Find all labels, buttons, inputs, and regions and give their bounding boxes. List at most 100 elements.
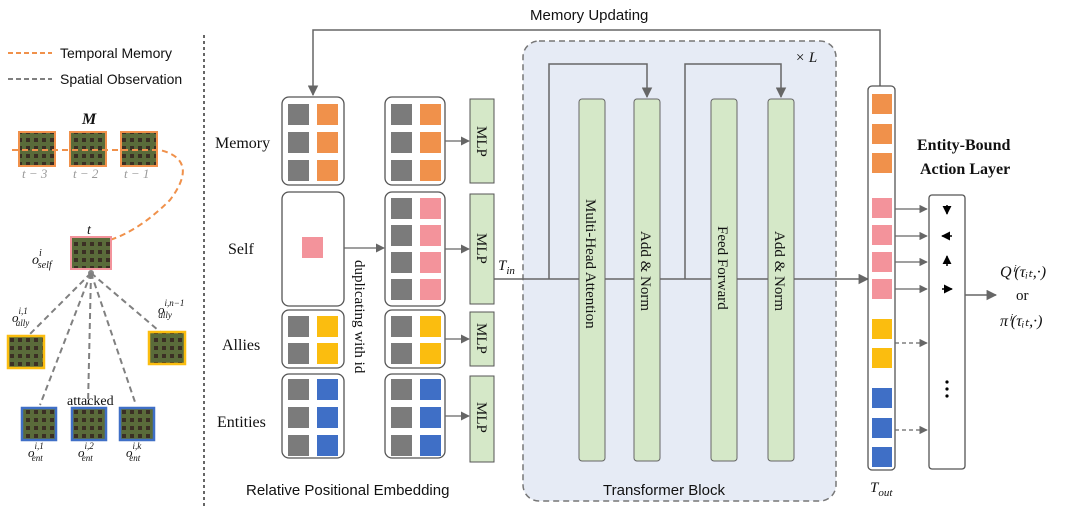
- current-time-label: t: [87, 223, 92, 238]
- memory-updating-label: Memory Updating: [530, 7, 648, 24]
- entity-feature-cell: [420, 435, 441, 456]
- time-label: t − 2: [73, 166, 99, 181]
- self-output-token: [872, 279, 892, 299]
- entity-output-token: [872, 388, 892, 408]
- add-norm-label-2: Add & Norm: [771, 231, 787, 311]
- self-output-token: [872, 252, 892, 272]
- id-cell: [391, 225, 412, 246]
- q-function-label: Qⁱ(τᵢₜ,·): [1000, 264, 1046, 281]
- ally-feature-cell: [317, 343, 338, 364]
- self-output-token: [872, 225, 892, 245]
- transformer-repeat-label: × L: [795, 50, 817, 66]
- temporal-memory-legend-label: Temporal Memory: [60, 45, 172, 61]
- row-label-entities: Entities: [217, 414, 266, 431]
- id-cell: [391, 343, 412, 364]
- self-feature-cell: [420, 198, 441, 219]
- id-cell: [391, 198, 412, 219]
- time-label: t − 3: [22, 166, 48, 181]
- time-label: t − 1: [124, 166, 149, 181]
- residual-skip-1: [548, 63, 653, 279]
- entity-output-token: [872, 418, 892, 438]
- id-cell: [288, 132, 309, 153]
- ally-unit-image: [6, 334, 46, 370]
- feed-forward-block: [710, 98, 738, 462]
- entity-unit-image: [118, 406, 156, 442]
- t-in-label: Tin: [498, 258, 515, 277]
- id-cell: [391, 160, 412, 181]
- row-label-self: Self: [228, 241, 254, 258]
- add-norm-block-2: [767, 98, 795, 462]
- mlp-label: MLP: [473, 323, 489, 354]
- mlp-blocks: MLP MLP MLP MLP: [469, 98, 495, 463]
- embed-to-mlp-arrows: [445, 136, 470, 421]
- id-cell: [288, 379, 309, 400]
- self-unit-image: [70, 236, 112, 270]
- ally-unit-image: [147, 330, 187, 366]
- memory-feature-cell: [317, 160, 338, 181]
- residual-skip-2: [684, 63, 787, 279]
- entity-feature-cell: [420, 407, 441, 428]
- memory-frames: t − 3 t − 2 t − 1: [18, 131, 158, 181]
- memory-feature-cell: [317, 132, 338, 153]
- entity-unit-image: [20, 406, 58, 442]
- mlp-label: MLP: [473, 126, 489, 157]
- attacked-label: attacked: [67, 394, 114, 409]
- move-action-icons: [941, 205, 953, 294]
- entity-unit-image: [70, 406, 108, 442]
- id-cell: [288, 407, 309, 428]
- token-to-action-arrows: [895, 204, 928, 435]
- id-cell: [391, 279, 412, 300]
- ally-feature-cell: [420, 343, 441, 364]
- temporal-memory-line: [12, 149, 184, 241]
- rpe-label: Relative Positional Embedding: [246, 482, 449, 499]
- add-norm-block-1: [633, 98, 661, 462]
- id-cell: [288, 316, 309, 337]
- action-layer-title: Entity-Bound: [917, 137, 1010, 154]
- id-cell: [391, 316, 412, 337]
- ally-feature-cell: [317, 316, 338, 337]
- spatial-observation-legend-label: Spatial Observation: [60, 71, 182, 87]
- entity-feature-cell: [420, 379, 441, 400]
- legend: Temporal Memory Spatial Observation: [8, 45, 182, 87]
- self-output-token: [872, 198, 892, 218]
- self-feature-cell: [420, 225, 441, 246]
- memory-symbol: M: [81, 111, 97, 128]
- t-out-label: Tout: [870, 480, 893, 499]
- id-cell: [288, 343, 309, 364]
- t-out-column: [867, 85, 896, 471]
- action-layer-title: Action Layer: [920, 161, 1010, 178]
- action-layer-box: [928, 194, 966, 470]
- duplicating-label: duplicating with id: [351, 260, 367, 374]
- mlp-block: [469, 98, 495, 184]
- memory-output-token: [872, 94, 892, 114]
- self-feature-cell: [420, 279, 441, 300]
- multi-head-attention-block: [578, 98, 606, 462]
- mlp-label: MLP: [473, 402, 489, 433]
- memory-feature-cell: [420, 132, 441, 153]
- mlp-block: [469, 193, 495, 305]
- t-out-tokens: [872, 94, 892, 467]
- transformer-title: Transformer Block: [603, 482, 725, 499]
- add-norm-label-1: Add & Norm: [637, 231, 653, 311]
- memory-feature-cell: [420, 160, 441, 181]
- mlp-block: [469, 311, 495, 367]
- spatial-observation-lines: [27, 272, 166, 406]
- entity-feature-cell: [317, 435, 338, 456]
- mlp-label: MLP: [473, 233, 489, 264]
- ellipsis-icon: [945, 380, 949, 398]
- self-feature-cell: [420, 252, 441, 273]
- ally-output-token: [872, 348, 892, 368]
- feed-forward-label: Feed Forward: [714, 226, 730, 310]
- feature-cells: [288, 104, 441, 456]
- id-cell: [288, 160, 309, 181]
- id-cell: [391, 104, 412, 125]
- ally-output-token: [872, 319, 892, 339]
- multi-head-attention-label: Multi-Head Attention: [582, 199, 598, 329]
- id-cell: [391, 435, 412, 456]
- memory-output-token: [872, 153, 892, 173]
- memory-feature-cell: [317, 104, 338, 125]
